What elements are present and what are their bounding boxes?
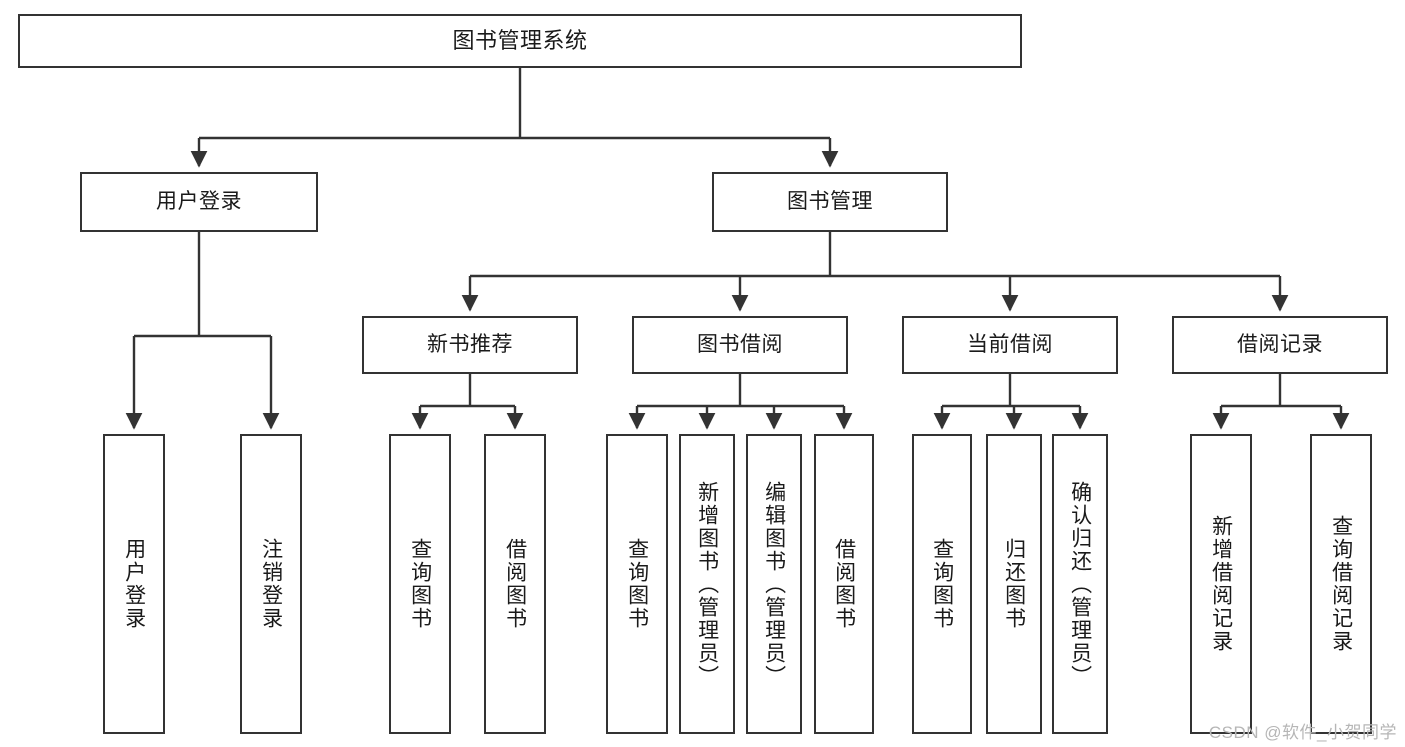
leaf-add-borrow-record[interactable]: 新增借阅记录 <box>1190 434 1252 734</box>
leaf-edit-book-admin-label: 编辑图书（管理员） <box>762 480 786 688</box>
leaf-query-borrow-record-label: 查询借阅记录 <box>1329 515 1353 653</box>
leaf-newbook-query-book[interactable]: 查询图书 <box>389 434 451 734</box>
leaf-borrow-query-book[interactable]: 查询图书 <box>606 434 668 734</box>
node-new-book-recommend-label: 新书推荐 <box>427 333 513 357</box>
node-user-login[interactable]: 用户登录 <box>80 172 318 232</box>
leaf-confirm-return-admin-label: 确认归还（管理员） <box>1068 480 1092 688</box>
leaf-logout-label: 注销登录 <box>259 538 283 630</box>
leaf-confirm-return-admin[interactable]: 确认归还（管理员） <box>1052 434 1108 734</box>
leaf-newbook-borrow-book-label: 借阅图书 <box>503 538 527 630</box>
leaf-borrow-book[interactable]: 借阅图书 <box>814 434 874 734</box>
leaf-newbook-query-book-label: 查询图书 <box>408 538 432 630</box>
node-book-borrow-label: 图书借阅 <box>697 333 783 357</box>
leaf-query-borrow-record[interactable]: 查询借阅记录 <box>1310 434 1372 734</box>
leaf-newbook-borrow-book[interactable]: 借阅图书 <box>484 434 546 734</box>
leaf-add-borrow-record-label: 新增借阅记录 <box>1209 515 1233 653</box>
node-book-management-label: 图书管理 <box>787 190 873 214</box>
node-current-borrow-label: 当前借阅 <box>967 333 1053 357</box>
leaf-user-login-label: 用户登录 <box>122 538 146 630</box>
leaf-add-book-admin[interactable]: 新增图书（管理员） <box>679 434 735 734</box>
leaf-return-book[interactable]: 归还图书 <box>986 434 1042 734</box>
leaf-borrow-book-label: 借阅图书 <box>832 538 856 630</box>
leaf-borrow-query-book-label: 查询图书 <box>625 538 649 630</box>
leaf-return-book-label: 归还图书 <box>1002 538 1026 630</box>
leaf-current-query-book[interactable]: 查询图书 <box>912 434 972 734</box>
node-borrow-record-label: 借阅记录 <box>1237 333 1323 357</box>
node-book-management[interactable]: 图书管理 <box>712 172 948 232</box>
leaf-logout[interactable]: 注销登录 <box>240 434 302 734</box>
leaf-user-login[interactable]: 用户登录 <box>103 434 165 734</box>
node-root[interactable]: 图书管理系统 <box>18 14 1022 68</box>
node-borrow-record[interactable]: 借阅记录 <box>1172 316 1388 374</box>
csdn-watermark: CSDN @软件_小贺同学 <box>1208 723 1397 742</box>
node-book-borrow[interactable]: 图书借阅 <box>632 316 848 374</box>
leaf-current-query-book-label: 查询图书 <box>930 538 954 630</box>
leaf-add-book-admin-label: 新增图书（管理员） <box>695 480 719 688</box>
node-current-borrow[interactable]: 当前借阅 <box>902 316 1118 374</box>
node-user-login-label: 用户登录 <box>156 190 242 214</box>
node-new-book-recommend[interactable]: 新书推荐 <box>362 316 578 374</box>
node-root-label: 图书管理系统 <box>452 27 588 53</box>
leaf-edit-book-admin[interactable]: 编辑图书（管理员） <box>746 434 802 734</box>
